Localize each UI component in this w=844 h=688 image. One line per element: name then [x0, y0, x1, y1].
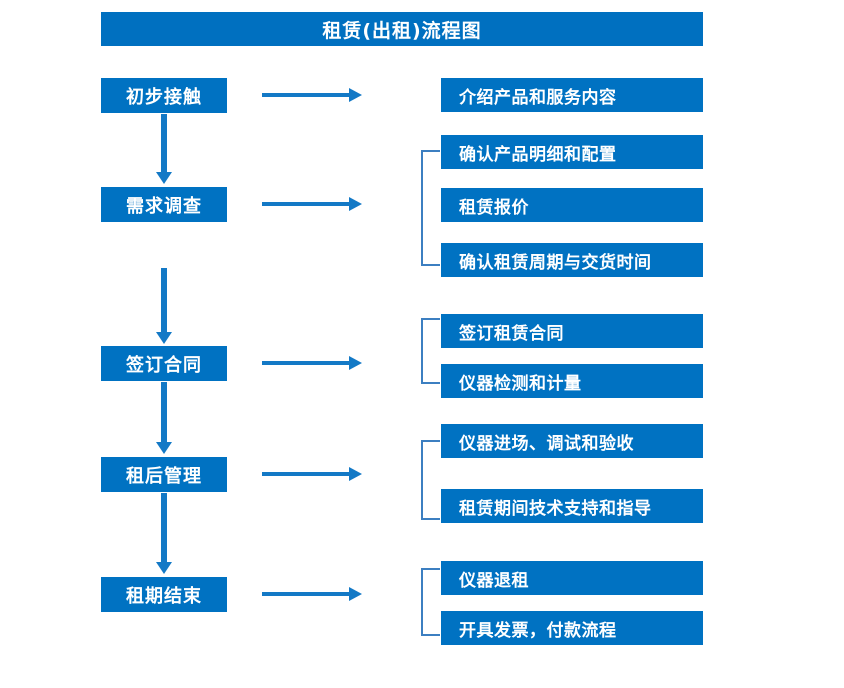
- task-box-technical-support[interactable]: 租赁期间技术支持和指导: [441, 489, 703, 523]
- arrow-head-down-icon: [156, 172, 172, 184]
- vertical-arrow-stage3-to-stage4: [156, 382, 172, 454]
- arrow-shaft: [161, 493, 167, 562]
- stage-box-sign-contract[interactable]: 签订合同: [101, 346, 227, 381]
- arrow-head-right-icon: [349, 587, 362, 601]
- horizontal-arrow-stage1: [262, 88, 362, 102]
- horizontal-arrow-stage5: [262, 587, 362, 601]
- vertical-arrow-stage1-to-stage2: [156, 114, 172, 184]
- task-box-instrument-return[interactable]: 仪器退租: [441, 561, 703, 595]
- stage-box-demand-survey[interactable]: 需求调查: [101, 187, 227, 222]
- arrow-head-right-icon: [349, 197, 362, 211]
- task-box-confirm-rental-period[interactable]: 确认租赁周期与交货时间: [441, 243, 703, 277]
- group-bracket-sign-contract: [421, 318, 440, 384]
- arrow-shaft: [161, 114, 167, 172]
- arrow-shaft: [262, 472, 350, 476]
- group-bracket-post-rental-management: [421, 440, 440, 520]
- group-bracket-demand-survey: [421, 150, 440, 266]
- arrow-shaft: [262, 202, 350, 206]
- task-box-instrument-installation[interactable]: 仪器进场、调试和验收: [441, 424, 703, 458]
- horizontal-arrow-stage4: [262, 467, 362, 481]
- stage-box-rental-end[interactable]: 租期结束: [101, 577, 227, 612]
- arrow-head-down-icon: [156, 442, 172, 454]
- task-box-sign-rental-contract[interactable]: 签订租赁合同: [441, 314, 703, 348]
- task-box-rental-quotation[interactable]: 租赁报价: [441, 188, 703, 222]
- vertical-arrow-stage2-to-stage3: [156, 268, 172, 344]
- chart-title-banner: 租赁(出租)流程图: [101, 12, 703, 46]
- arrow-head-right-icon: [349, 467, 362, 481]
- arrow-shaft: [161, 382, 167, 442]
- horizontal-arrow-stage3: [262, 356, 362, 370]
- task-box-confirm-product-details[interactable]: 确认产品明细和配置: [441, 135, 703, 169]
- arrow-shaft: [262, 592, 350, 596]
- arrow-shaft: [262, 361, 350, 365]
- vertical-arrow-stage4-to-stage5: [156, 493, 172, 574]
- arrow-shaft: [161, 268, 167, 332]
- group-bracket-rental-end: [421, 568, 440, 636]
- arrow-shaft: [262, 93, 350, 97]
- task-box-instrument-inspection[interactable]: 仪器检测和计量: [441, 364, 703, 398]
- task-box-invoice-payment[interactable]: 开具发票，付款流程: [441, 611, 703, 645]
- arrow-head-down-icon: [156, 332, 172, 344]
- horizontal-arrow-stage2: [262, 197, 362, 211]
- stage-box-initial-contact[interactable]: 初步接触: [101, 78, 227, 113]
- arrow-head-down-icon: [156, 562, 172, 574]
- stage-box-post-rental-management[interactable]: 租后管理: [101, 457, 227, 492]
- arrow-head-right-icon: [349, 356, 362, 370]
- task-box-introduce-products[interactable]: 介绍产品和服务内容: [441, 78, 703, 112]
- arrow-head-right-icon: [349, 88, 362, 102]
